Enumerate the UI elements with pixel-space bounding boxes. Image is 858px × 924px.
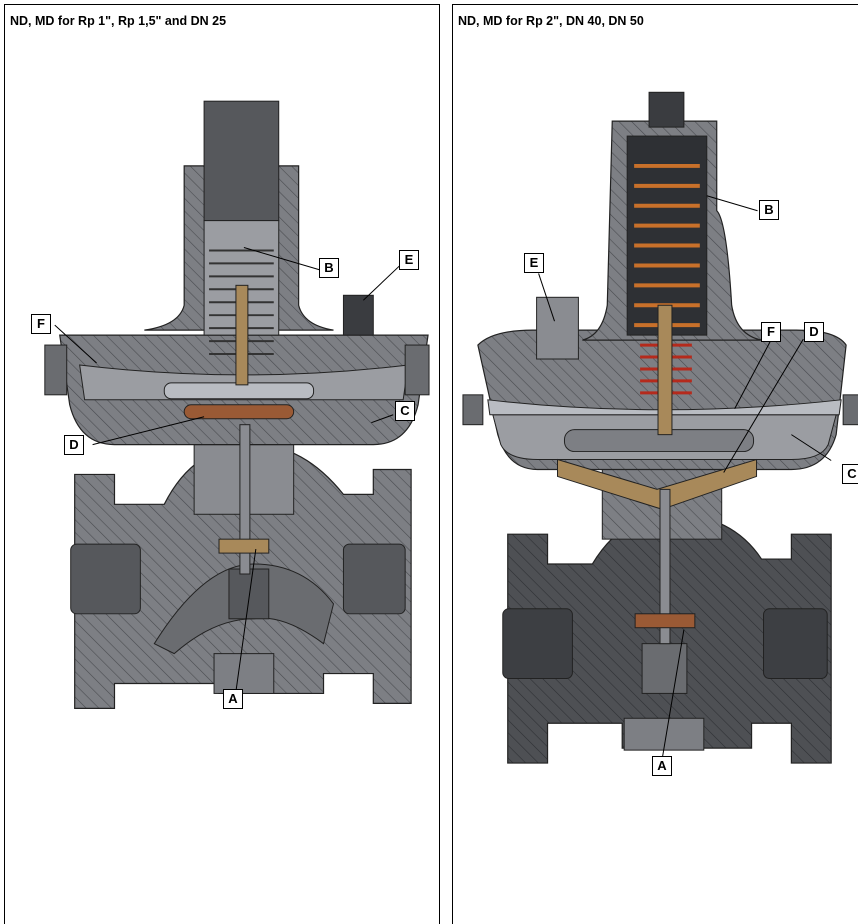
lever-arm — [183, 404, 295, 420]
panel-small-regulator: ND, MD for Rp 1", Rp 1,5" and DN 25 — [4, 4, 440, 924]
label-e: E — [524, 253, 544, 273]
bottom-plug — [213, 653, 275, 694]
label-c: C — [395, 401, 415, 421]
panel-title: ND, MD for Rp 1", Rp 1,5" and DN 25 — [10, 14, 227, 28]
label-e: E — [399, 250, 419, 270]
valve-disc — [218, 538, 270, 554]
leader-lines — [54, 247, 404, 692]
flange-left — [44, 344, 68, 396]
panel-large-regulator: ND, MD for Rp 2", DN 40, DN 50 — [452, 4, 858, 924]
label-a: A — [652, 756, 672, 776]
label-f: F — [31, 314, 51, 334]
valve-disc — [634, 613, 696, 629]
label-d: D — [804, 322, 824, 342]
leader-lines — [538, 195, 832, 761]
valve-stem-lower — [659, 488, 671, 645]
bottom-plug — [623, 717, 705, 751]
bonnet-cap — [648, 91, 685, 128]
vent-valve — [536, 296, 579, 360]
regulator-cross-section-small — [44, 100, 430, 709]
label-b: B — [319, 258, 339, 278]
inlet-port — [70, 543, 141, 615]
inlet-port — [502, 608, 573, 679]
label-c: C — [842, 464, 858, 484]
outlet-port — [342, 543, 406, 615]
diaphragm — [487, 399, 842, 416]
label-b: B — [759, 200, 779, 220]
valve-stem-lower — [239, 424, 251, 575]
label-d: D — [64, 435, 84, 455]
valve-stem — [657, 304, 673, 436]
valve-seat — [228, 568, 270, 620]
outlet-port — [763, 608, 828, 679]
vent-valve — [342, 294, 374, 336]
flange-right — [404, 344, 430, 396]
bonnet-cap — [203, 100, 280, 222]
label-a: A — [223, 689, 243, 709]
spring-chamber — [626, 135, 708, 336]
label-f: F — [761, 322, 781, 342]
lever-arm — [557, 458, 758, 510]
flange-right — [842, 394, 858, 426]
flange-left — [462, 394, 484, 426]
valve-stem-upper — [235, 284, 249, 386]
panel-title: ND, MD for Rp 2", DN 40, DN 50 — [458, 14, 644, 28]
regulator-cross-section-large — [462, 91, 858, 764]
